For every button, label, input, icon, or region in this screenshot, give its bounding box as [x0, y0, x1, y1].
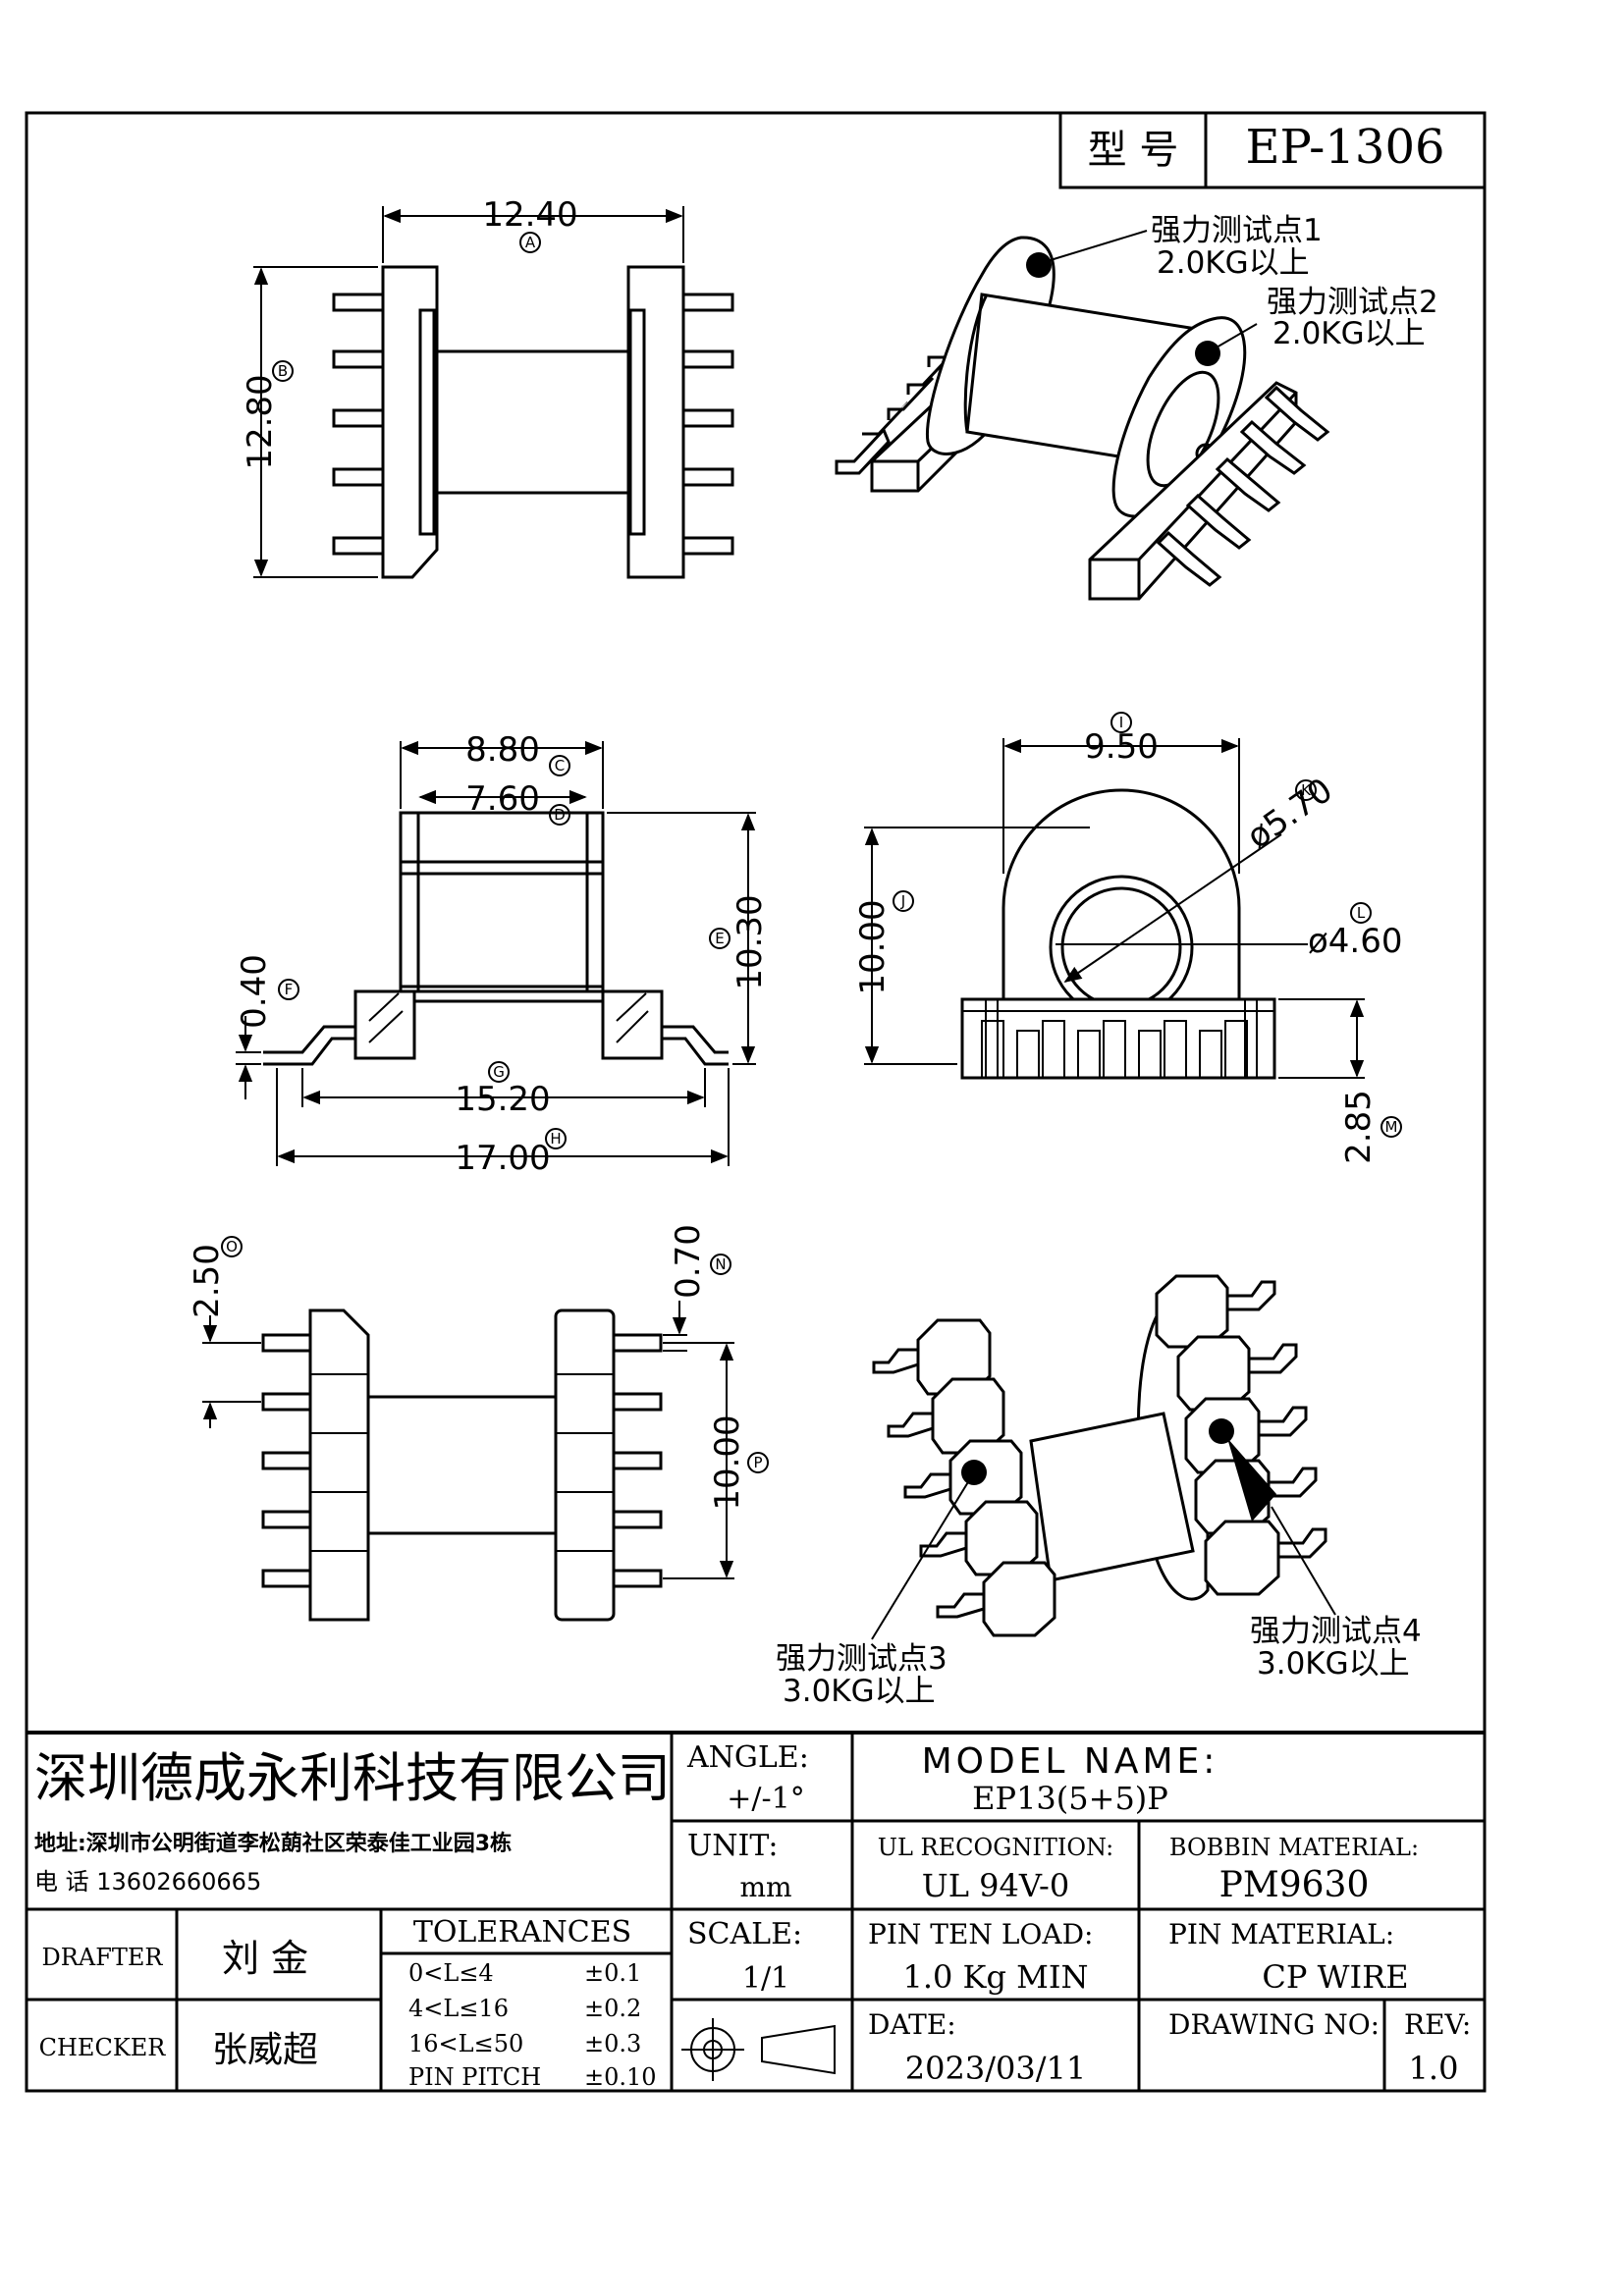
rev-value: 1.0 [1409, 2050, 1459, 2087]
projection-symbol-icon [681, 2018, 836, 2081]
unit-label: UNIT: [687, 1829, 778, 1863]
test-point-2-load: 2.0KG以上 [1272, 316, 1426, 351]
front-view: 8.80 C 7.60 D 10.30 E 0.40 F 15.20 G 17. [235, 730, 770, 1178]
title-block: 深圳德成永利科技有限公司 地址:深圳市公明街道李松蓢社区荣泰佳工业园3栋 电 话… [27, 1731, 1485, 2093]
tolerance-range-2: 4<L≤16 [408, 1995, 509, 2022]
ref-l: L [1357, 904, 1366, 922]
pin-material-label: PIN MATERIAL: [1168, 1918, 1394, 1950]
dim-front-outer: 8.80 [465, 730, 540, 770]
dim-pin-span-outer: 17.00 [455, 1139, 550, 1178]
test-point-1-label: 强力测试点1 [1151, 213, 1323, 248]
ref-f: F [285, 981, 294, 998]
test-point-1-dot [1026, 252, 1052, 278]
drafter-value: 刘 金 [222, 1937, 308, 1980]
tolerance-range-1: 0<L≤4 [408, 1959, 494, 1987]
dim-flange-dia: ø5.70 [1240, 771, 1340, 857]
dim-side-height: 10.00 [853, 899, 893, 994]
ref-c: C [555, 757, 565, 774]
test-point-2-label: 强力测试点2 [1267, 285, 1438, 320]
angle-label: ANGLE: [686, 1740, 809, 1775]
iso-view-bottom: 强力测试点3 3.0KG以上 强力测试点4 3.0KG以上 [776, 1274, 1422, 1709]
tolerance-value-3: ±0.3 [584, 2030, 641, 2057]
date-value: 2023/03/11 [905, 2050, 1086, 2087]
header-box: 型 号 EP-1306 [1058, 111, 1487, 189]
dim-front-height: 10.30 [731, 894, 770, 989]
pin-load-value: 1.0 Kg MIN [902, 1958, 1088, 1996]
iso-view-top: 强力测试点1 2.0KG以上 强力测试点2 2.0KG以上 [835, 213, 1438, 601]
tolerances-label: TOLERANCES [413, 1915, 631, 1949]
angle-value: +/-1° [727, 1782, 804, 1816]
ref-p: P [753, 1454, 762, 1471]
checker-label: CHECKER [39, 2034, 167, 2061]
ref-n: N [715, 1255, 726, 1273]
top-view: 12.40 A 12.80 B [241, 195, 734, 579]
drafter-label: DRAFTER [42, 1944, 164, 1971]
ul-label: UL RECOGNITION: [878, 1834, 1113, 1861]
test-point-2-dot [1195, 341, 1220, 366]
ref-k: K [1301, 781, 1312, 799]
dim-side-width: 9.50 [1084, 727, 1159, 767]
rev-label: REV: [1404, 2008, 1471, 2041]
ref-j: J [900, 892, 905, 910]
ref-o: O [226, 1238, 238, 1255]
dim-pin-width: 0.70 [669, 1224, 708, 1299]
scale-label: SCALE: [687, 1917, 802, 1951]
dim-front-inner: 7.60 [465, 779, 540, 819]
test-point-4-load: 3.0KG以上 [1257, 1646, 1410, 1682]
drawing-no-label: DRAWING NO: [1168, 2008, 1380, 2041]
model-name-value: EP13(5+5)P [972, 1780, 1168, 1817]
tolerance-range-3: 16<L≤50 [408, 2030, 523, 2057]
scale-value: 1/1 [742, 1961, 789, 1996]
test-point-1-load: 2.0KG以上 [1157, 245, 1310, 281]
ref-g: G [493, 1063, 505, 1081]
ref-e: E [715, 930, 724, 947]
test-point-4-label: 强力测试点4 [1250, 1614, 1422, 1649]
tolerance-value-4: ±0.10 [584, 2063, 657, 2091]
company-phone: 电 话 13602660665 [34, 1868, 261, 1896]
dim-base-height: 2.85 [1339, 1090, 1379, 1164]
dim-pin-thick: 0.40 [235, 954, 274, 1029]
ref-i: I [1119, 714, 1123, 731]
dim-top-width: 12.40 [482, 195, 577, 235]
ref-h: H [550, 1130, 561, 1148]
dim-pin-span-inner: 15.20 [455, 1080, 550, 1119]
tolerance-value-2: ±0.2 [584, 1995, 641, 2022]
tolerance-range-4: PIN PITCH [408, 2063, 541, 2091]
date-label: DATE: [868, 2008, 956, 2041]
bobbin-material-label: BOBBIN MATERIAL: [1169, 1834, 1419, 1861]
ul-value: UL 94V-0 [922, 1867, 1069, 1904]
ref-a: A [525, 234, 536, 251]
ref-d: D [554, 806, 566, 824]
dim-top-height: 12.80 [241, 374, 280, 469]
model-code: EP-1306 [1245, 120, 1444, 175]
model-name-label: MODEL NAME: [922, 1741, 1219, 1782]
ref-b: B [278, 362, 288, 380]
company-name: 深圳德成永利科技有限公司 [34, 1747, 671, 1809]
pin-load-label: PIN TEN LOAD: [868, 1918, 1093, 1950]
dim-pin-pitch: 2.50 [188, 1244, 227, 1318]
bobbin-material-value: PM9630 [1219, 1865, 1370, 1905]
test-point-3-label: 强力测试点3 [776, 1641, 947, 1677]
pin-material-value: CP WIRE [1262, 1958, 1408, 1996]
test-point-4-dot [1209, 1418, 1234, 1444]
company-address: 地址:深圳市公明街道李松蓢社区荣泰佳工业园3栋 [34, 1831, 512, 1856]
test-point-3-load: 3.0KG以上 [783, 1674, 936, 1709]
unit-value: mm [739, 1871, 791, 1903]
dim-bore-dia: ø4.60 [1308, 922, 1403, 961]
side-view: 9.50 I 10.00 J ø5.70 K ø4.60 L 2.85 M [853, 712, 1403, 1164]
checker-value: 张威超 [212, 2030, 318, 2070]
ref-m: M [1385, 1118, 1398, 1136]
bottom-view: 2.50 O 0.70 N 10.00 P [188, 1224, 769, 1622]
dim-bottom-span: 10.00 [708, 1415, 747, 1510]
tolerance-value-1: ±0.1 [584, 1959, 641, 1987]
type-label: 型 号 [1088, 128, 1179, 173]
